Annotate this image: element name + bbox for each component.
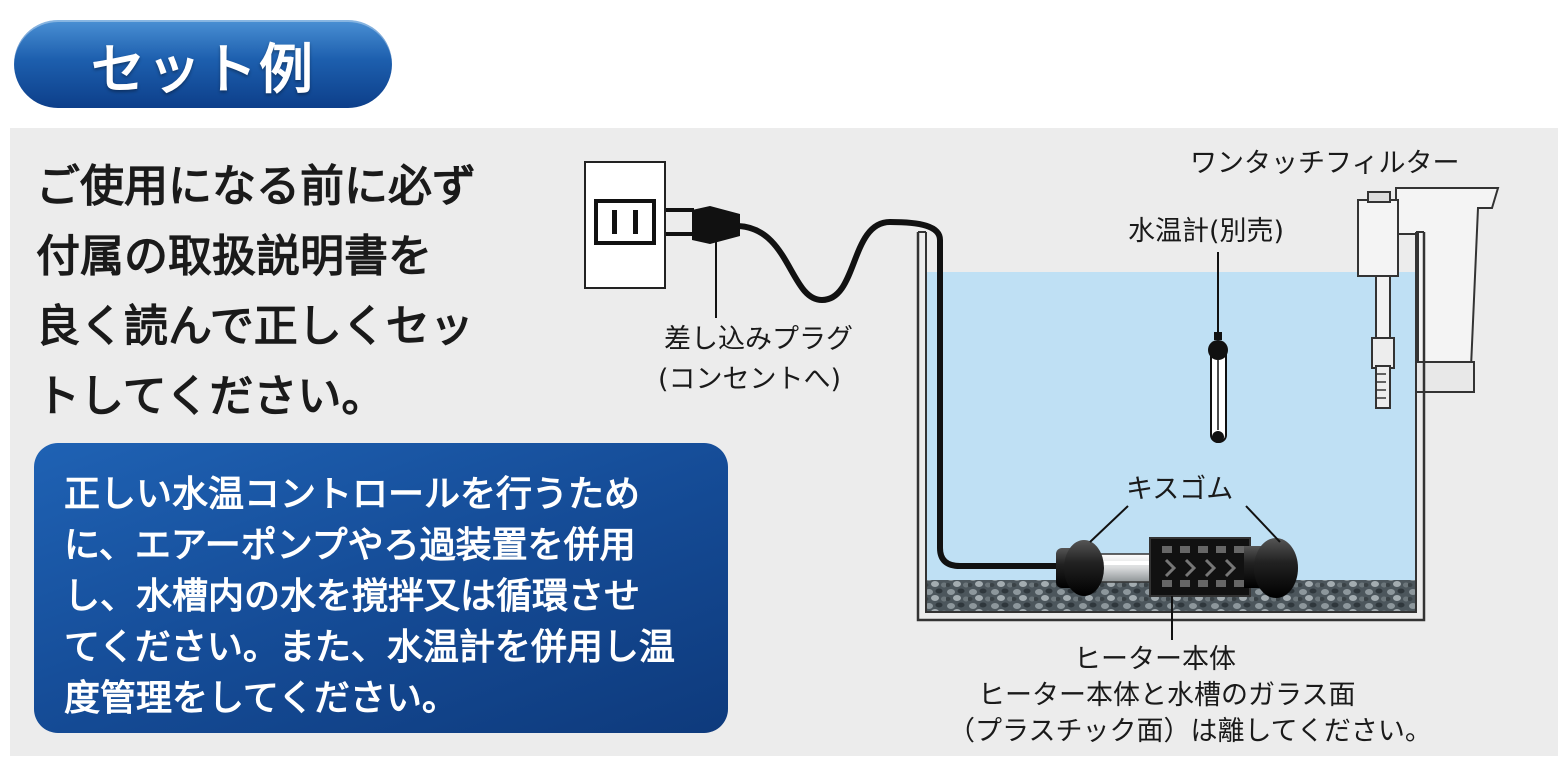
thermometer [1208,252,1228,443]
note-box: 正しい水温コントロールを行うため に、エアーポンプやろ過装置を併用 し、水槽内の… [34,443,728,733]
thermometer-label: 水温計(別売) [1128,216,1284,247]
heater-note-sub: （プラスチック面）は離してください。 [948,716,1432,747]
heater [1056,537,1298,598]
suction-leader-left [1089,505,1129,543]
intro-line: 良く読んで正しくセッ [36,301,474,352]
suction-cup-label: キスゴム [1126,474,1233,505]
note-line: 度管理をしてください。 [64,678,458,719]
note-line: てください。また、水温計を併用し温 [64,627,675,668]
heater-note: ヒーター本体と水槽のガラス面 [978,680,1355,711]
wall-outlet [584,161,666,289]
filter [1357,187,1500,409]
note-line: に、エアーポンプやろ過装置を併用 [64,525,636,566]
note-line: し、水槽内の水を撹拌又は循環させ [64,576,641,617]
note-line: 正しい水温コントロールを行うため [64,474,641,515]
intro-line: 付属の取扱説明書を [36,231,432,282]
suction-leader-right [1245,505,1281,543]
header-badge: セット例 [14,20,392,108]
heater-label: ヒーター本体 [1074,644,1236,675]
filter-label: ワンタッチフィルター [1190,148,1459,179]
intro-line: トしてください。 [36,371,386,422]
plug-label-sub: (コンセントへ) [658,364,841,395]
page-title: セット例 [91,37,315,101]
plug-label: 差し込みプラグ [664,324,853,355]
power-cord [735,219,1065,569]
intro-text: ご使用になる前に必ず 付属の取扱説明書を 良く読んで正しくセッ トしてください。 [36,152,556,432]
plug [666,206,740,244]
intro-line: ご使用になる前に必ず [36,161,476,212]
